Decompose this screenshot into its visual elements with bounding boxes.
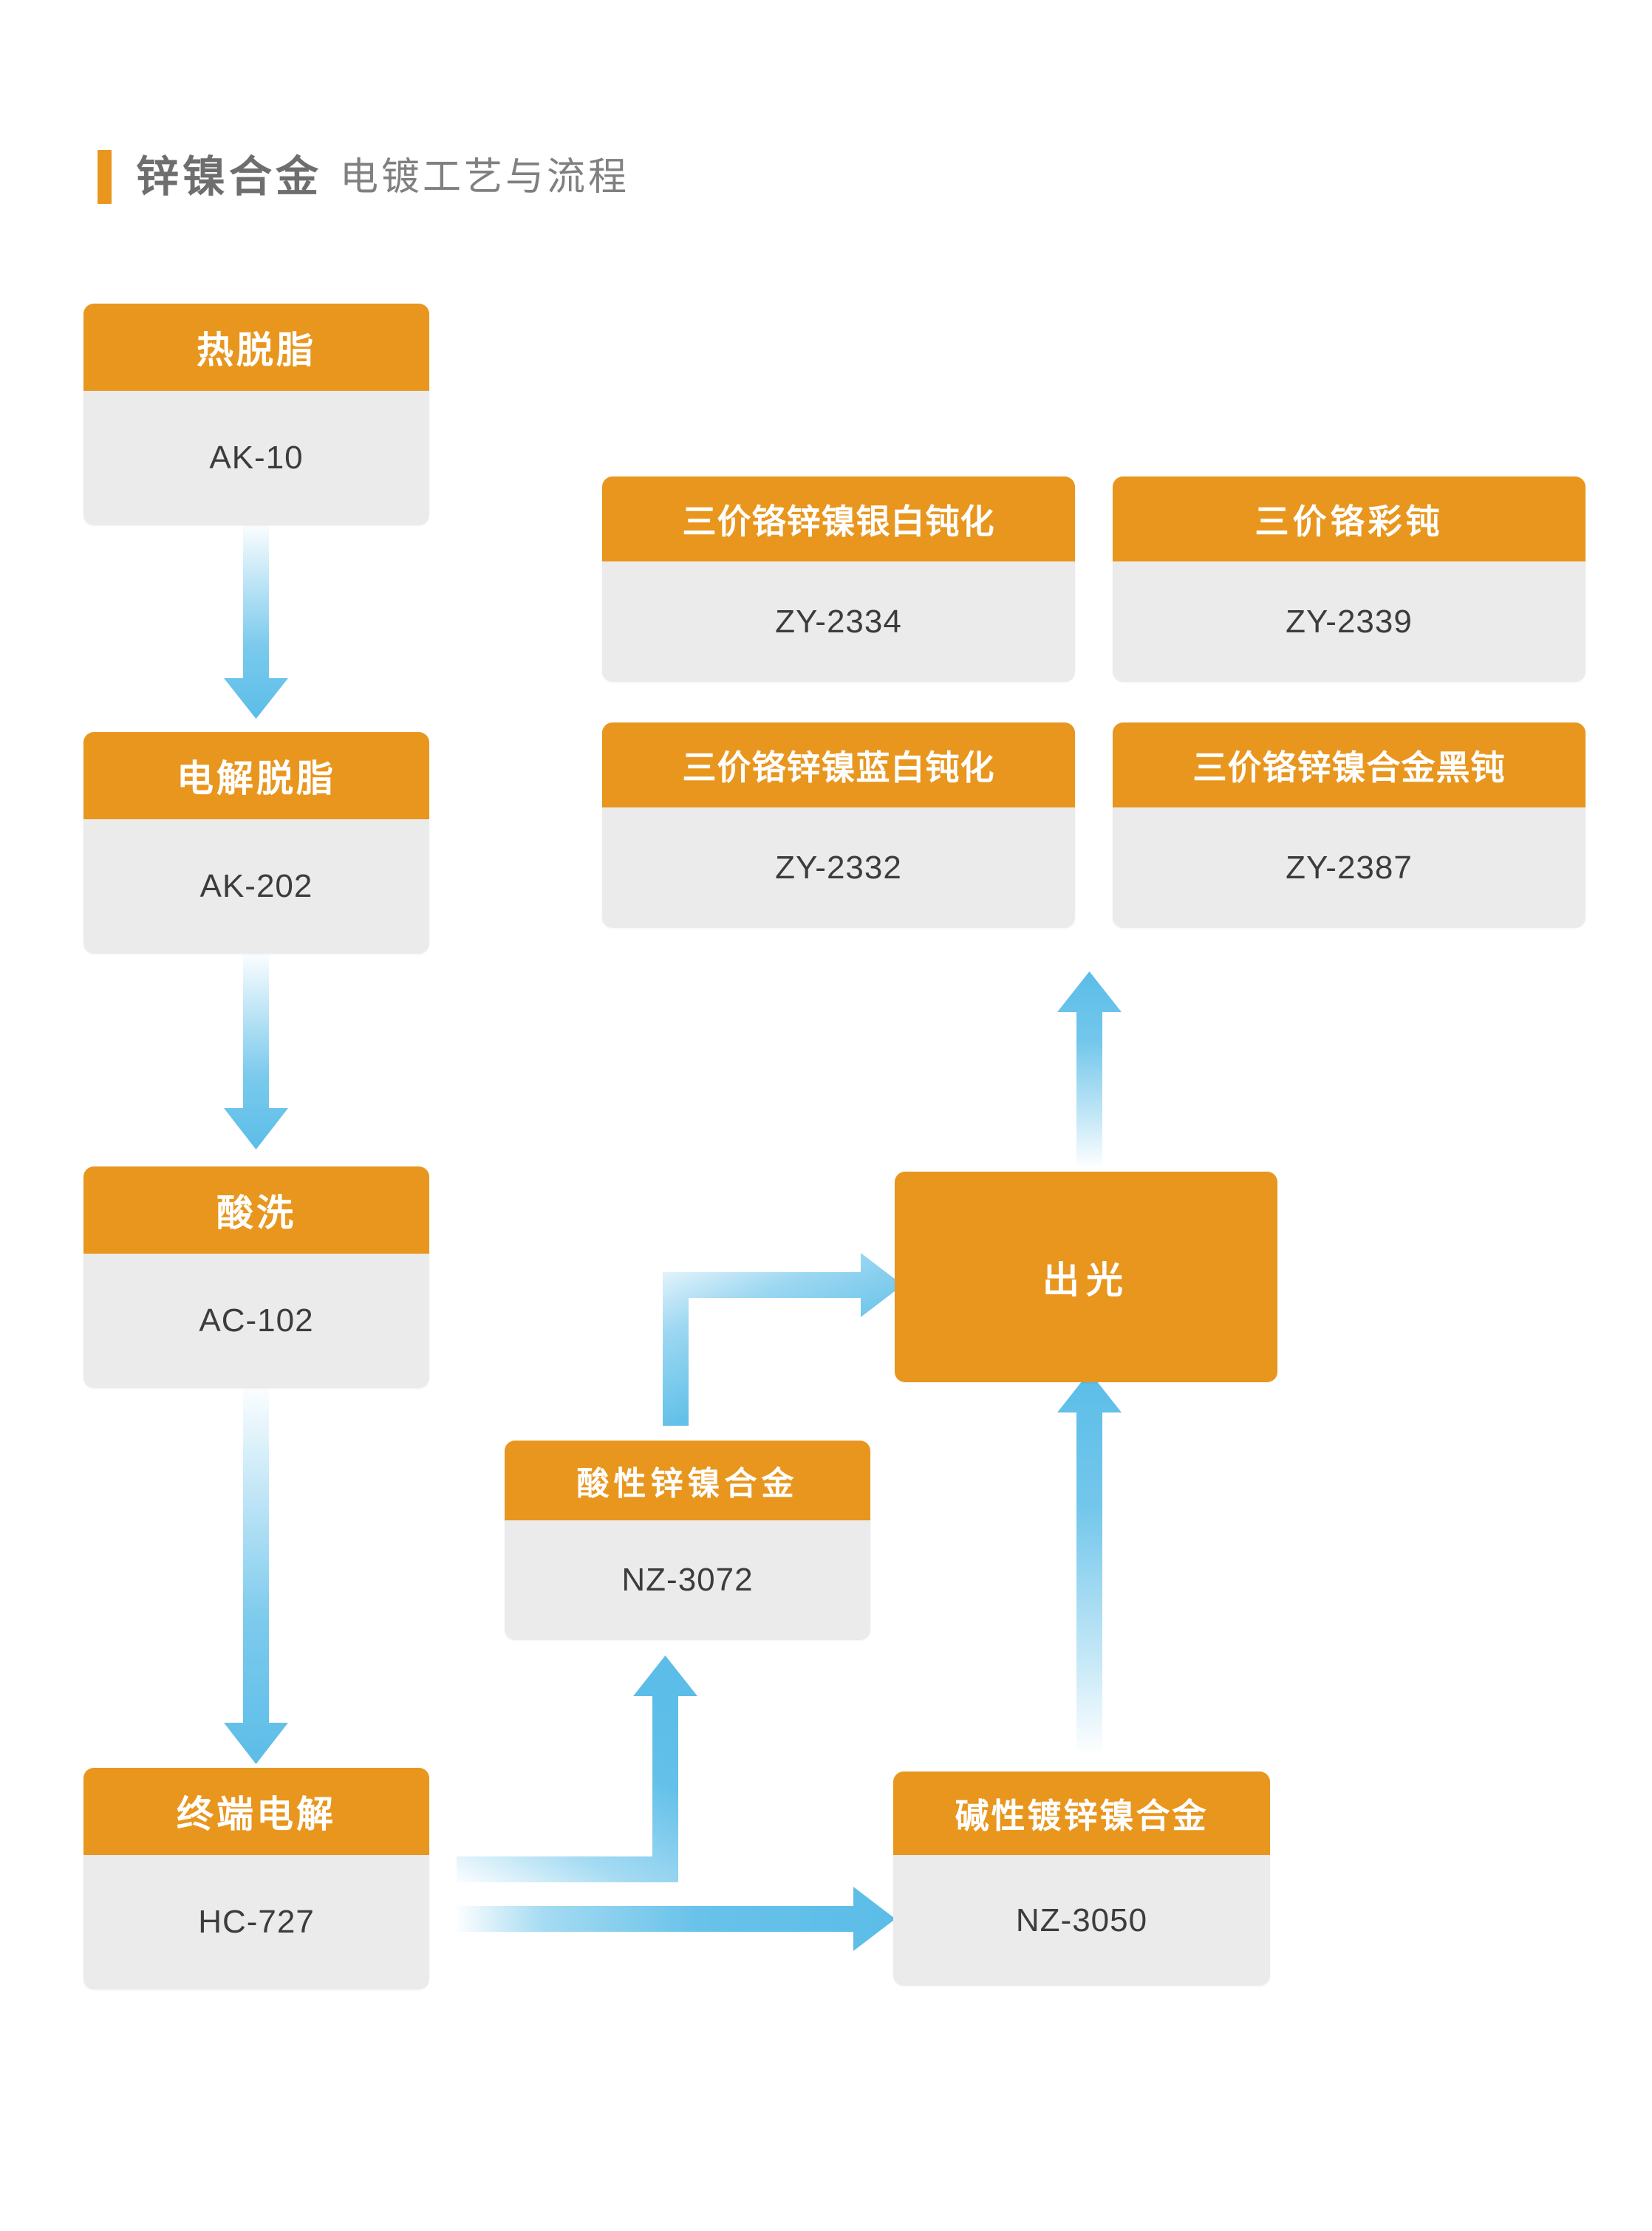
title-main-text: 锌镍合金 xyxy=(136,152,323,201)
card-electro-degrease[interactable]: 电解脱脂 AK-202 xyxy=(83,732,429,954)
arrow-electro-degrease-to-pickling xyxy=(224,953,288,1149)
card-brighten[interactable]: 出光 xyxy=(895,1172,1277,1382)
title-accent-bar xyxy=(98,150,112,204)
arrow-brighten-to-passivation xyxy=(1057,971,1122,1166)
card-trivalent-color-header: 三价铬彩钝 xyxy=(1113,476,1586,561)
title-subtitle-text: 电镀工艺与流程 xyxy=(340,155,630,199)
card-alkaline-znni[interactable]: 碱性镀锌镍合金 NZ-3050 xyxy=(893,1772,1270,1986)
card-terminal-electro[interactable]: 终端电解 HC-727 xyxy=(83,1768,429,1989)
card-trivalent-znni-silver-white[interactable]: 三价铬锌镍银白钝化 ZY-2334 xyxy=(602,476,1075,682)
card-hot-degrease-header: 热脱脂 xyxy=(83,304,429,391)
arrow-alkaline-znni-to-brighten xyxy=(1057,1372,1122,1751)
card-pickling-code: AC-102 xyxy=(83,1254,429,1388)
card-trivalent-znni-blue-white-header: 三价铬锌镍蓝白钝化 xyxy=(602,722,1075,807)
card-brighten-label: 出光 xyxy=(1042,1259,1130,1301)
page-title: 锌镍合金 电镀工艺与流程 xyxy=(98,150,629,204)
card-trivalent-znni-black[interactable]: 三价铬锌镍合金黑钝 ZY-2387 xyxy=(1113,722,1586,928)
card-terminal-electro-header: 终端电解 xyxy=(83,1768,429,1855)
card-trivalent-color[interactable]: 三价铬彩钝 ZY-2339 xyxy=(1113,476,1586,682)
card-trivalent-color-code: ZY-2339 xyxy=(1113,561,1586,682)
arrow-acid-znni-to-brighten xyxy=(663,1253,903,1426)
arrow-hot-degrease-to-electro-degrease xyxy=(224,525,288,719)
card-trivalent-znni-silver-white-code: ZY-2334 xyxy=(602,561,1075,682)
card-acid-znni-code: NZ-3072 xyxy=(505,1520,870,1640)
card-trivalent-znni-blue-white-code: ZY-2332 xyxy=(602,807,1075,928)
card-pickling[interactable]: 酸洗 AC-102 xyxy=(83,1166,429,1388)
card-acid-znni[interactable]: 酸性锌镍合金 NZ-3072 xyxy=(505,1441,870,1640)
card-hot-degrease-code: AK-10 xyxy=(83,391,429,525)
card-electro-degrease-code: AK-202 xyxy=(83,819,429,954)
card-alkaline-znni-header: 碱性镀锌镍合金 xyxy=(893,1772,1270,1855)
arrow-terminal-electro-to-alkaline-znni xyxy=(457,1887,895,1951)
arrow-pickling-to-terminal-electro xyxy=(224,1387,288,1764)
card-trivalent-znni-silver-white-header: 三价铬锌镍银白钝化 xyxy=(602,476,1075,561)
arrow-terminal-electro-to-acid-znni xyxy=(457,1656,697,1882)
card-electro-degrease-header: 电解脱脂 xyxy=(83,732,429,819)
card-hot-degrease[interactable]: 热脱脂 AK-10 xyxy=(83,304,429,525)
card-trivalent-znni-blue-white[interactable]: 三价铬锌镍蓝白钝化 ZY-2332 xyxy=(602,722,1075,928)
card-trivalent-znni-black-header: 三价铬锌镍合金黑钝 xyxy=(1113,722,1586,807)
card-trivalent-znni-black-code: ZY-2387 xyxy=(1113,807,1586,928)
card-pickling-header: 酸洗 xyxy=(83,1166,429,1254)
card-terminal-electro-code: HC-727 xyxy=(83,1855,429,1989)
card-acid-znni-header: 酸性锌镍合金 xyxy=(505,1441,870,1520)
card-alkaline-znni-code: NZ-3050 xyxy=(893,1855,1270,1986)
